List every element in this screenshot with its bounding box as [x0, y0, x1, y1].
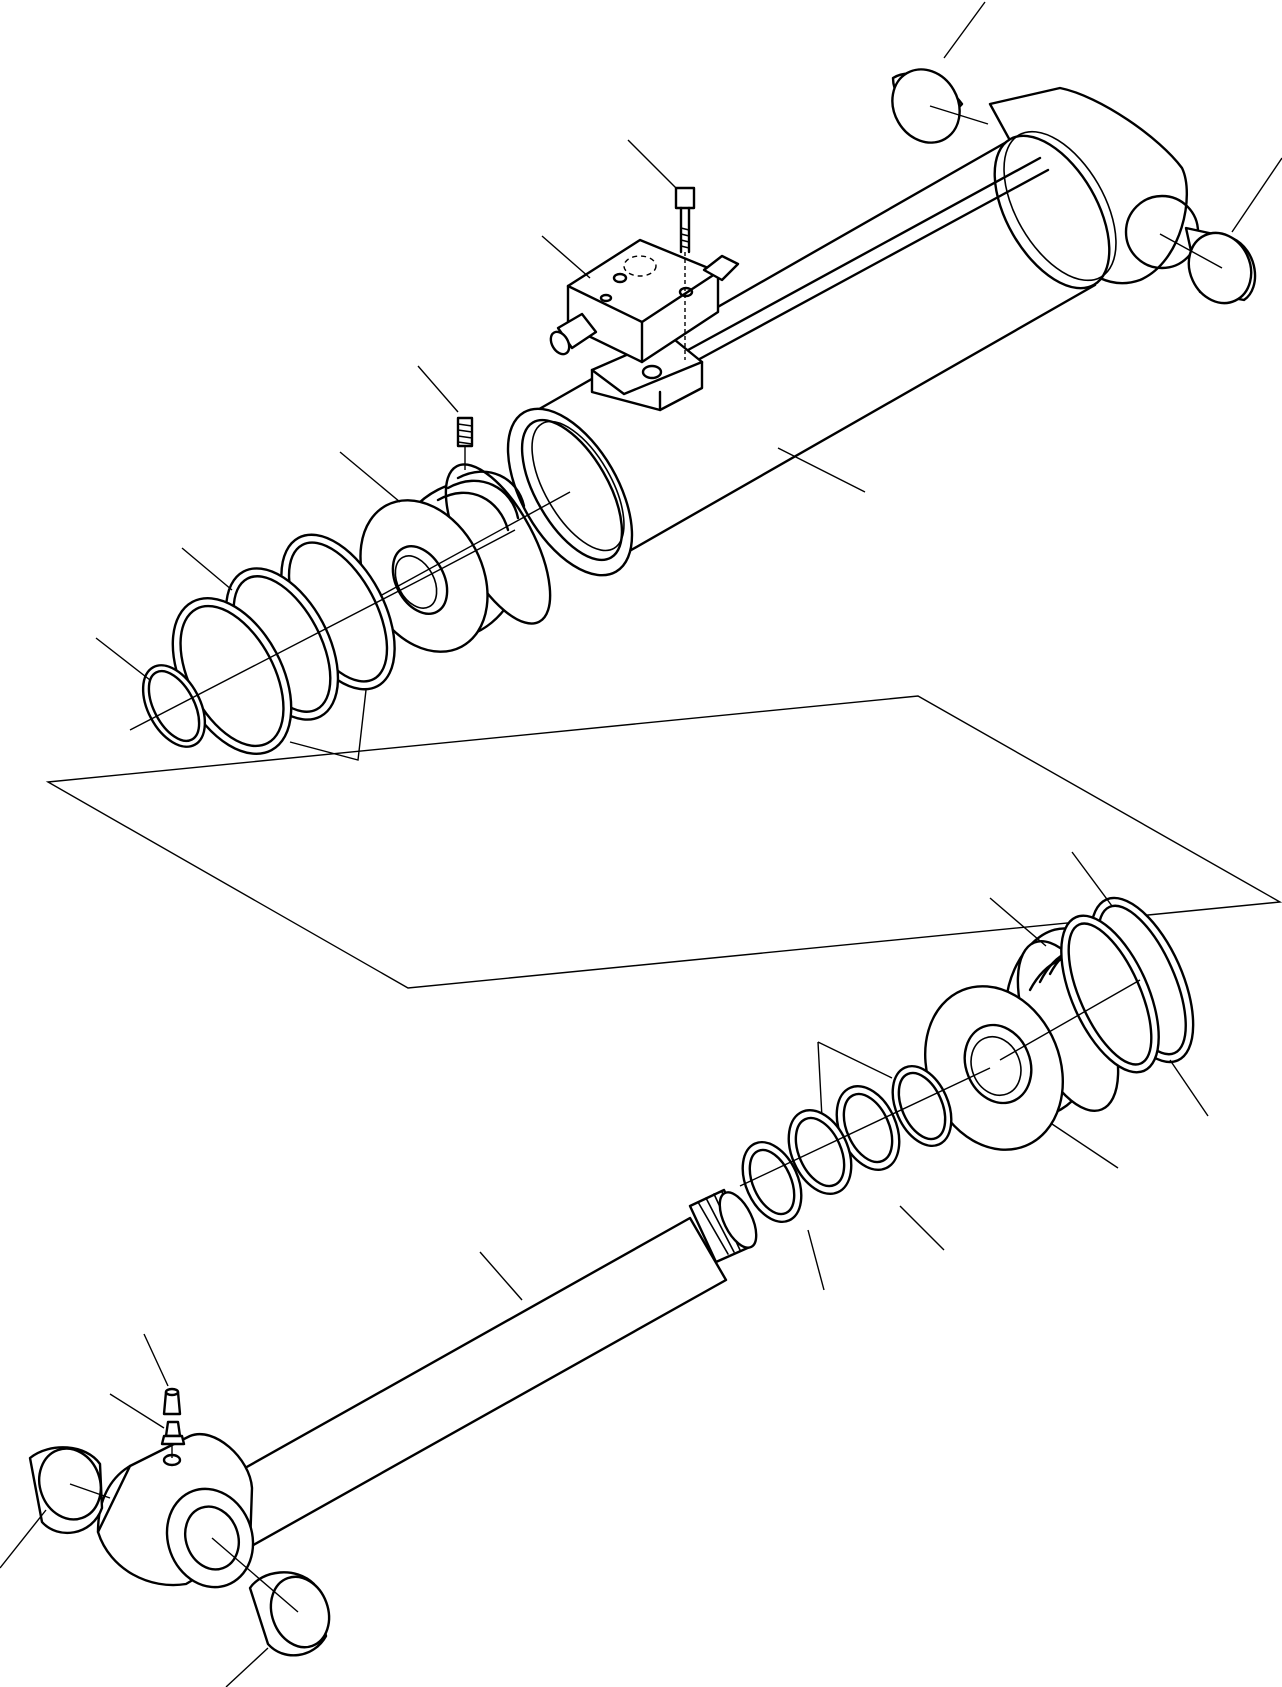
leader-piston-ring-c [1071, 851, 1113, 907]
leader-rod-seal-a [899, 1205, 945, 1251]
leader-piston-rod [479, 1251, 523, 1301]
head-groove-2 [446, 479, 520, 520]
leader-rod-bushing-left [0, 1509, 47, 1569]
grease-nipple-icon [164, 1420, 182, 1438]
set-screw-thread [457, 423, 473, 445]
bushing-face [891, 68, 961, 144]
rod-bushing-right-face [269, 1575, 331, 1649]
grease-cap-top [164, 1387, 180, 1397]
piston-bore [963, 1023, 1033, 1105]
rod-seal-1 [741, 1141, 803, 1223]
rod-seal-axis [739, 1067, 991, 1187]
rod-eye-curve [96, 1464, 132, 1534]
head-seal-kit [95, 533, 421, 761]
leader-grease-cap [143, 1333, 169, 1387]
bolt-thread [680, 227, 690, 249]
pad-hole [641, 364, 663, 380]
valve-bolt [627, 139, 696, 360]
rod-seal-2-inner [794, 1116, 846, 1188]
leader-valve-block [541, 235, 591, 279]
leader-rod-seal-b [807, 1229, 825, 1291]
seal-kit-bracket [289, 689, 367, 761]
rod-bushing-right [211, 1537, 331, 1687]
valve-fitting-tip [549, 330, 571, 356]
head-set-screw [417, 365, 474, 470]
piston-seal-kit [817, 851, 1209, 1119]
rod-bushing-right-axis [211, 1537, 299, 1613]
upper-axis [379, 491, 571, 597]
leader-rod-bushing-right [225, 1647, 269, 1687]
grease-nipple-hex [160, 1434, 186, 1446]
rod-seal-4 [891, 1065, 953, 1147]
rod-seal-set [739, 1065, 991, 1291]
tube-rear-flange [1003, 130, 1117, 282]
rod-thread-tip [718, 1191, 758, 1249]
rod-seal-4-inner [897, 1071, 947, 1141]
rod-seal-2 [787, 1109, 853, 1195]
pad-edge [590, 360, 704, 396]
leader-piston-ring-a [1169, 1059, 1209, 1117]
tube-bushing-right [1159, 157, 1282, 305]
leader-bushing-top [943, 1, 986, 59]
rod-bushing-left-axis [69, 1483, 111, 1499]
valve-fitting-right [702, 254, 740, 282]
rod-seal-1-inner [748, 1148, 796, 1216]
valve-hole-2 [678, 286, 694, 298]
leader-cylinder-tube [777, 447, 866, 493]
rod-bushing-left [0, 1446, 111, 1569]
valve-block [541, 235, 740, 364]
bushing-face-right [1187, 231, 1253, 305]
leader-valve-bolt [627, 139, 677, 189]
valve-hole-1 [612, 272, 628, 284]
seal-ring-1-inner [147, 669, 201, 743]
seal-kit-axis [129, 579, 421, 731]
piston-ring-rear-2 [1060, 914, 1160, 1074]
leader-bushing-right [1231, 157, 1282, 233]
oil-line [686, 156, 1042, 352]
leader-seal-kit-a [181, 547, 233, 591]
leader-piston-ring-b [989, 897, 1047, 947]
piston-axis [999, 979, 1141, 1061]
mounting-pad [590, 334, 704, 412]
rod-thread [697, 1191, 747, 1255]
tube-bushing-top [891, 1, 989, 144]
rod-seal-3-inner [842, 1092, 894, 1164]
cylinder-head [339, 451, 552, 653]
leader-grease-nipple [109, 1393, 165, 1429]
tube-rear-cap [993, 134, 1111, 290]
kit-outline [45, 695, 1282, 989]
head-groove-3 [456, 470, 526, 508]
oil-line-lower [692, 168, 1050, 364]
piston-kit-bracket [817, 1041, 893, 1119]
leader-cylinder-head [339, 451, 401, 503]
bushing-axis-top [929, 105, 989, 125]
leader-seal-kit-b [95, 637, 151, 681]
valve-hole-3 [599, 293, 613, 303]
grease-fittings [109, 1333, 186, 1458]
rod-eye-hole [184, 1505, 240, 1571]
cylinder-tube [506, 86, 1200, 577]
leader-piston [1051, 1123, 1119, 1169]
head-axis [419, 529, 516, 581]
piston-rod [96, 1188, 758, 1589]
seal-ring-1 [141, 664, 207, 748]
bushing-axis-right [1159, 233, 1223, 269]
head-groove-1 [436, 491, 510, 532]
leader-set-screw [417, 365, 459, 413]
bolt-head-icon [674, 186, 696, 210]
valve-hidden-port [623, 255, 657, 277]
